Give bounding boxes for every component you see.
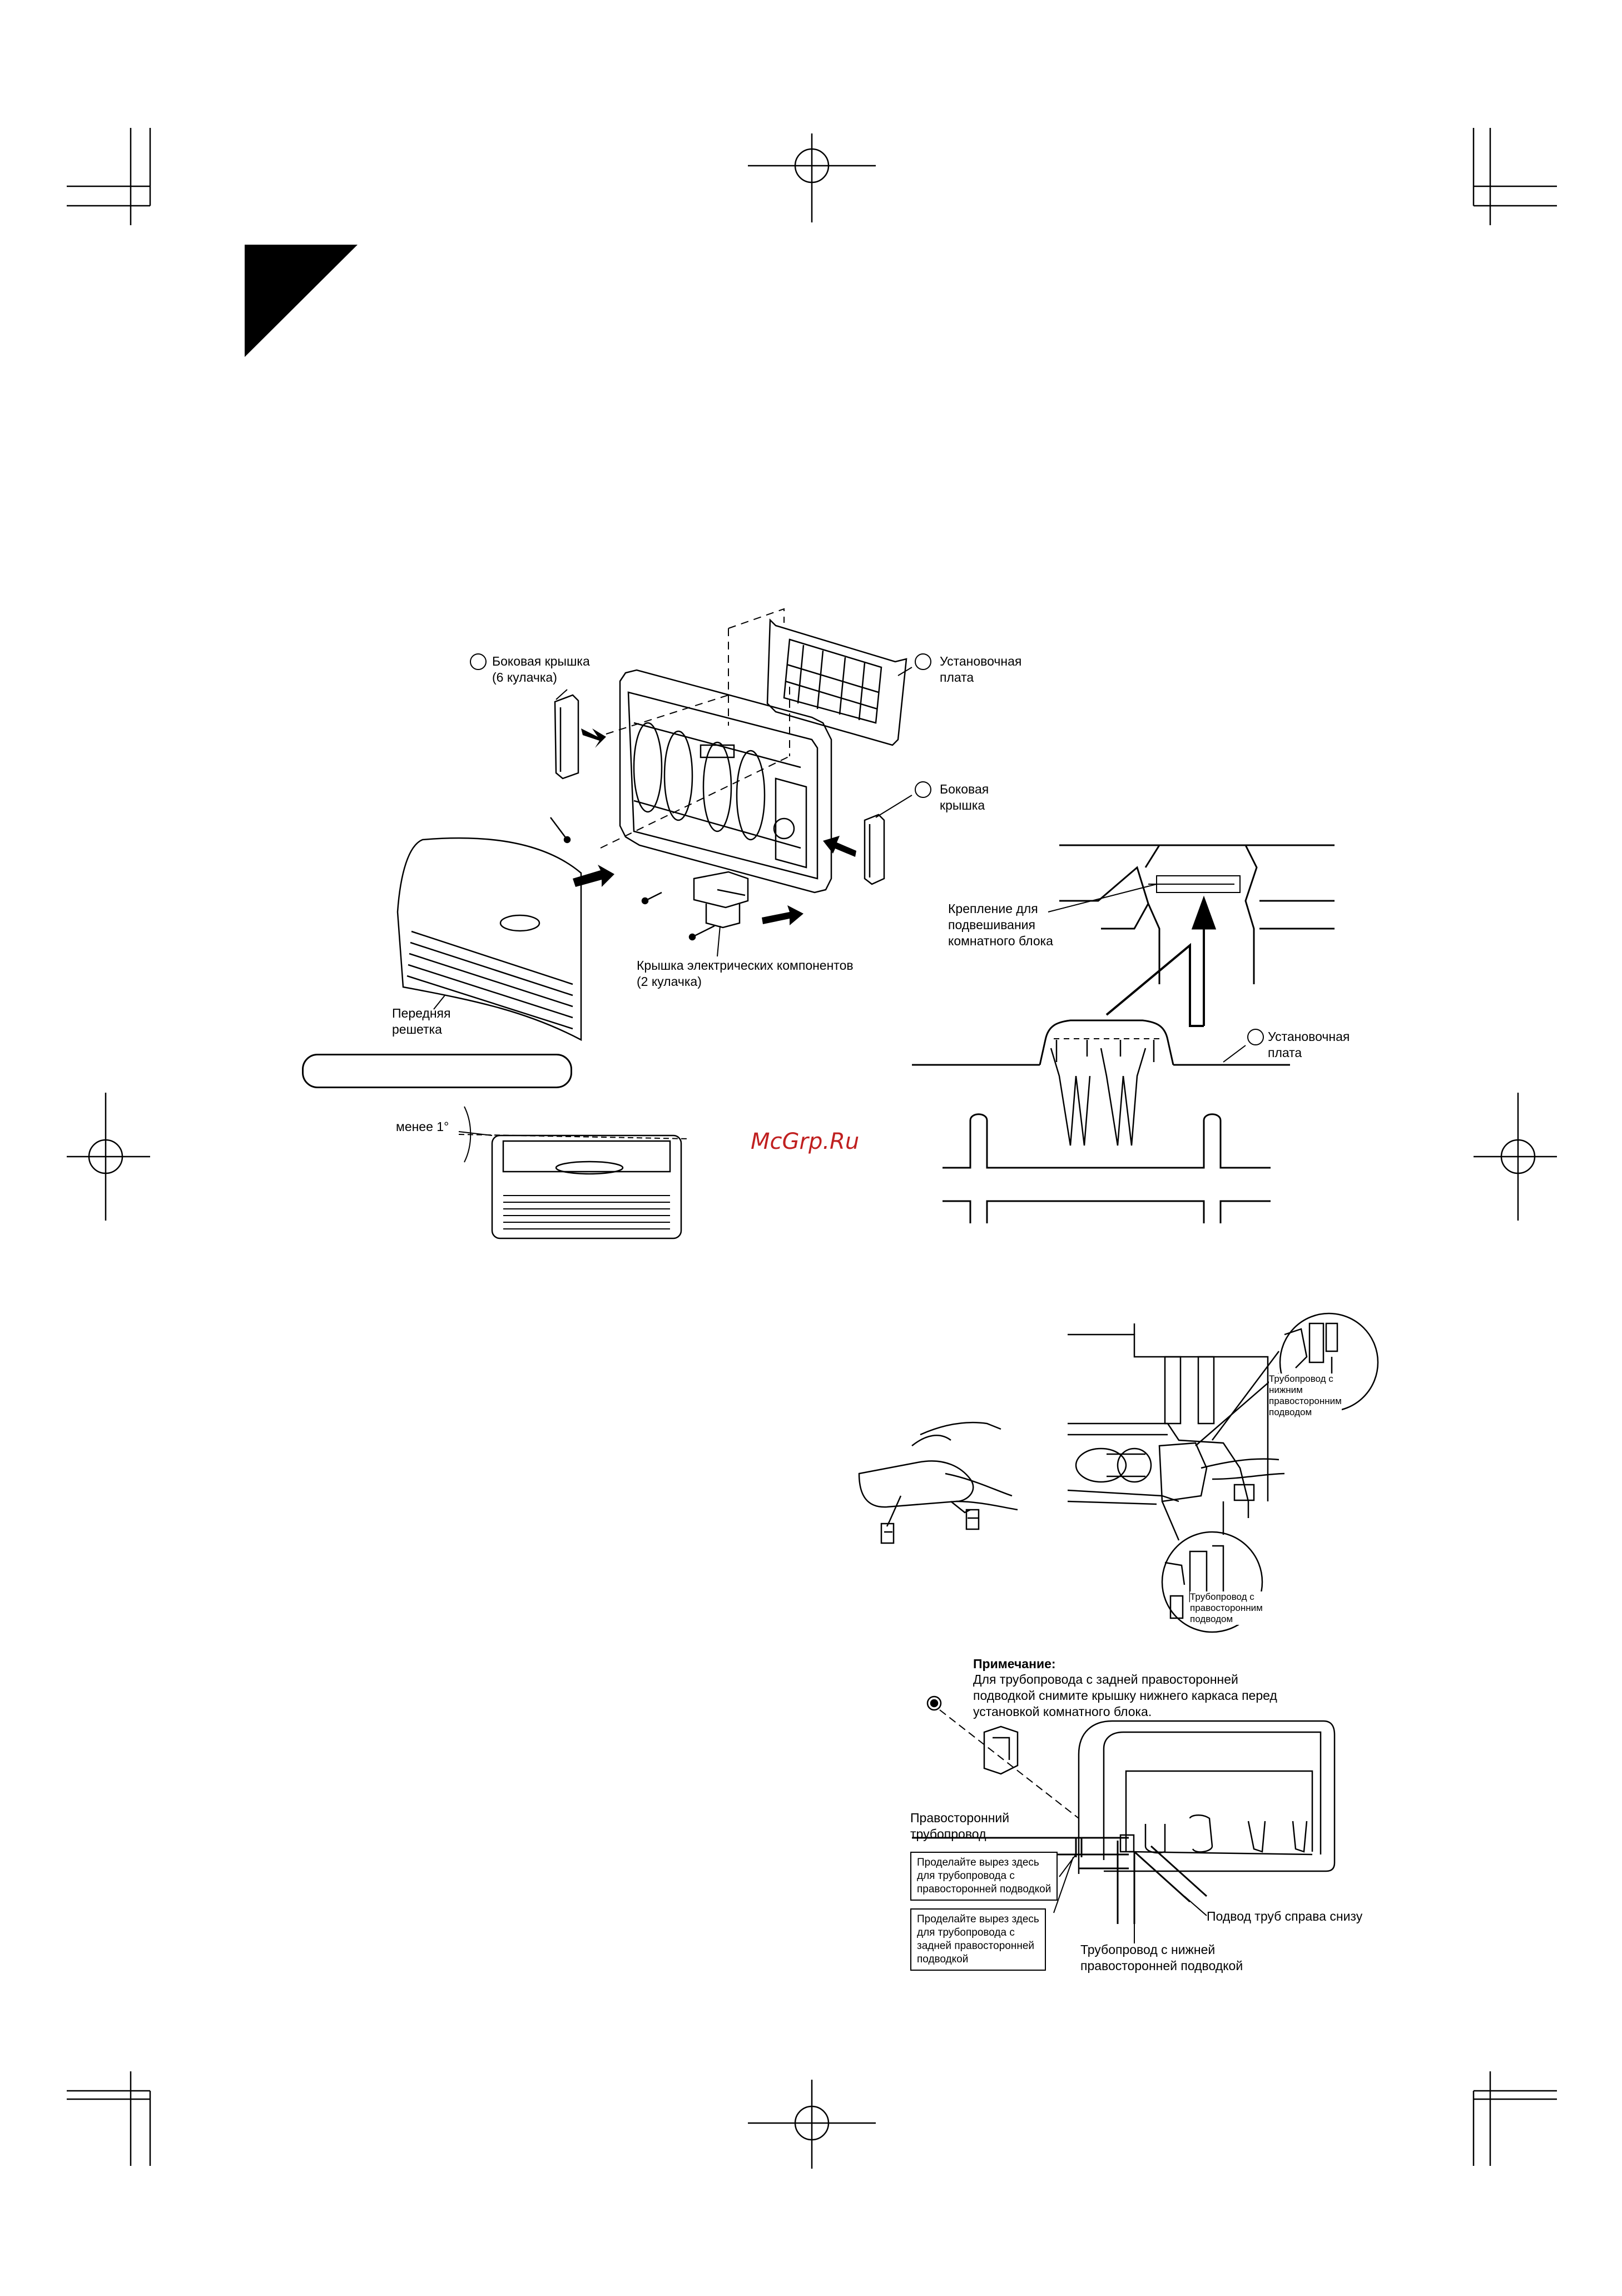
section-corner-marker bbox=[245, 245, 358, 357]
label-right-side-piping: Правосторонний трубопровод bbox=[910, 1811, 1010, 1841]
bottom-frame-cover bbox=[926, 1695, 1079, 1819]
note-text: Для трубопровода с задней правосторонней… bbox=[973, 1672, 1277, 1719]
note-title: Примечание: bbox=[973, 1657, 1056, 1671]
label-cutout-rear-right: Проделайте вырез здесь для трубопровода … bbox=[910, 1908, 1046, 1971]
label-side-cover-left: Боковая крышка (6 кулачка) bbox=[492, 654, 590, 685]
label-mounting-plate-top: Установочная плата bbox=[940, 654, 1022, 685]
screws bbox=[550, 817, 715, 941]
label-bottom-right-piping: Трубопровод с нижним правосторонним подв… bbox=[1269, 1373, 1342, 1418]
label-electrical-cover: Крышка электрических компонентов (2 кула… bbox=[637, 958, 854, 989]
label-side-cover-right: Боковая крышка bbox=[940, 782, 989, 812]
label-hanging-mount: Крепление для подвешивания комнатного бл… bbox=[948, 901, 1053, 948]
side-cover-right bbox=[864, 814, 885, 885]
indoor-unit-body bbox=[1078, 1720, 1336, 1874]
label-pipe-bottom-right: Трубопровод с нижней правосторонней подв… bbox=[1080, 1942, 1243, 1973]
plate-teeth bbox=[1050, 1040, 1155, 1146]
registration-mark-left bbox=[67, 1093, 150, 1221]
electrical-components-cover bbox=[693, 871, 749, 929]
front-grille bbox=[396, 837, 582, 1042]
registration-mark-right bbox=[1474, 1093, 1557, 1221]
figure-1-exploded-unit bbox=[396, 608, 907, 1042]
label-tilt: менее 1° bbox=[396, 1119, 449, 1134]
mounting-plate bbox=[766, 618, 907, 746]
crop-mark-bottom-right bbox=[1472, 2071, 1557, 2166]
watermark: McGrp.Ru bbox=[751, 1129, 860, 1154]
unit-piping-illustration bbox=[1067, 1312, 1379, 1633]
indoor-unit-chassis bbox=[619, 669, 832, 894]
tilt-diagram bbox=[458, 1106, 690, 1239]
label-cutout-right: Проделайте вырез здесь для трубопровода … bbox=[910, 1852, 1058, 1901]
label-mounting-plate-detail: Установочная плата bbox=[1268, 1029, 1350, 1060]
label-right-piping: Трубопровод с правосторонним подводом bbox=[1190, 1591, 1263, 1625]
label-front-grille: Передняя решетка bbox=[392, 1006, 451, 1037]
caption-pill-frame bbox=[302, 1054, 572, 1088]
crop-mark-bottom-left bbox=[67, 2071, 151, 2166]
registration-mark-top bbox=[748, 133, 876, 222]
assembly-arrows bbox=[573, 728, 856, 925]
crop-mark-top-left bbox=[67, 128, 151, 225]
registration-mark-bottom bbox=[748, 2080, 876, 2169]
figure-3-piping bbox=[858, 1312, 1379, 1633]
label-pipes-right-bottom: Подвод труб справа снизу bbox=[1207, 1909, 1363, 1923]
crop-mark-top-right bbox=[1472, 128, 1557, 225]
pipe-bending-illustration bbox=[858, 1421, 1018, 1544]
side-cover-left bbox=[554, 694, 579, 780]
